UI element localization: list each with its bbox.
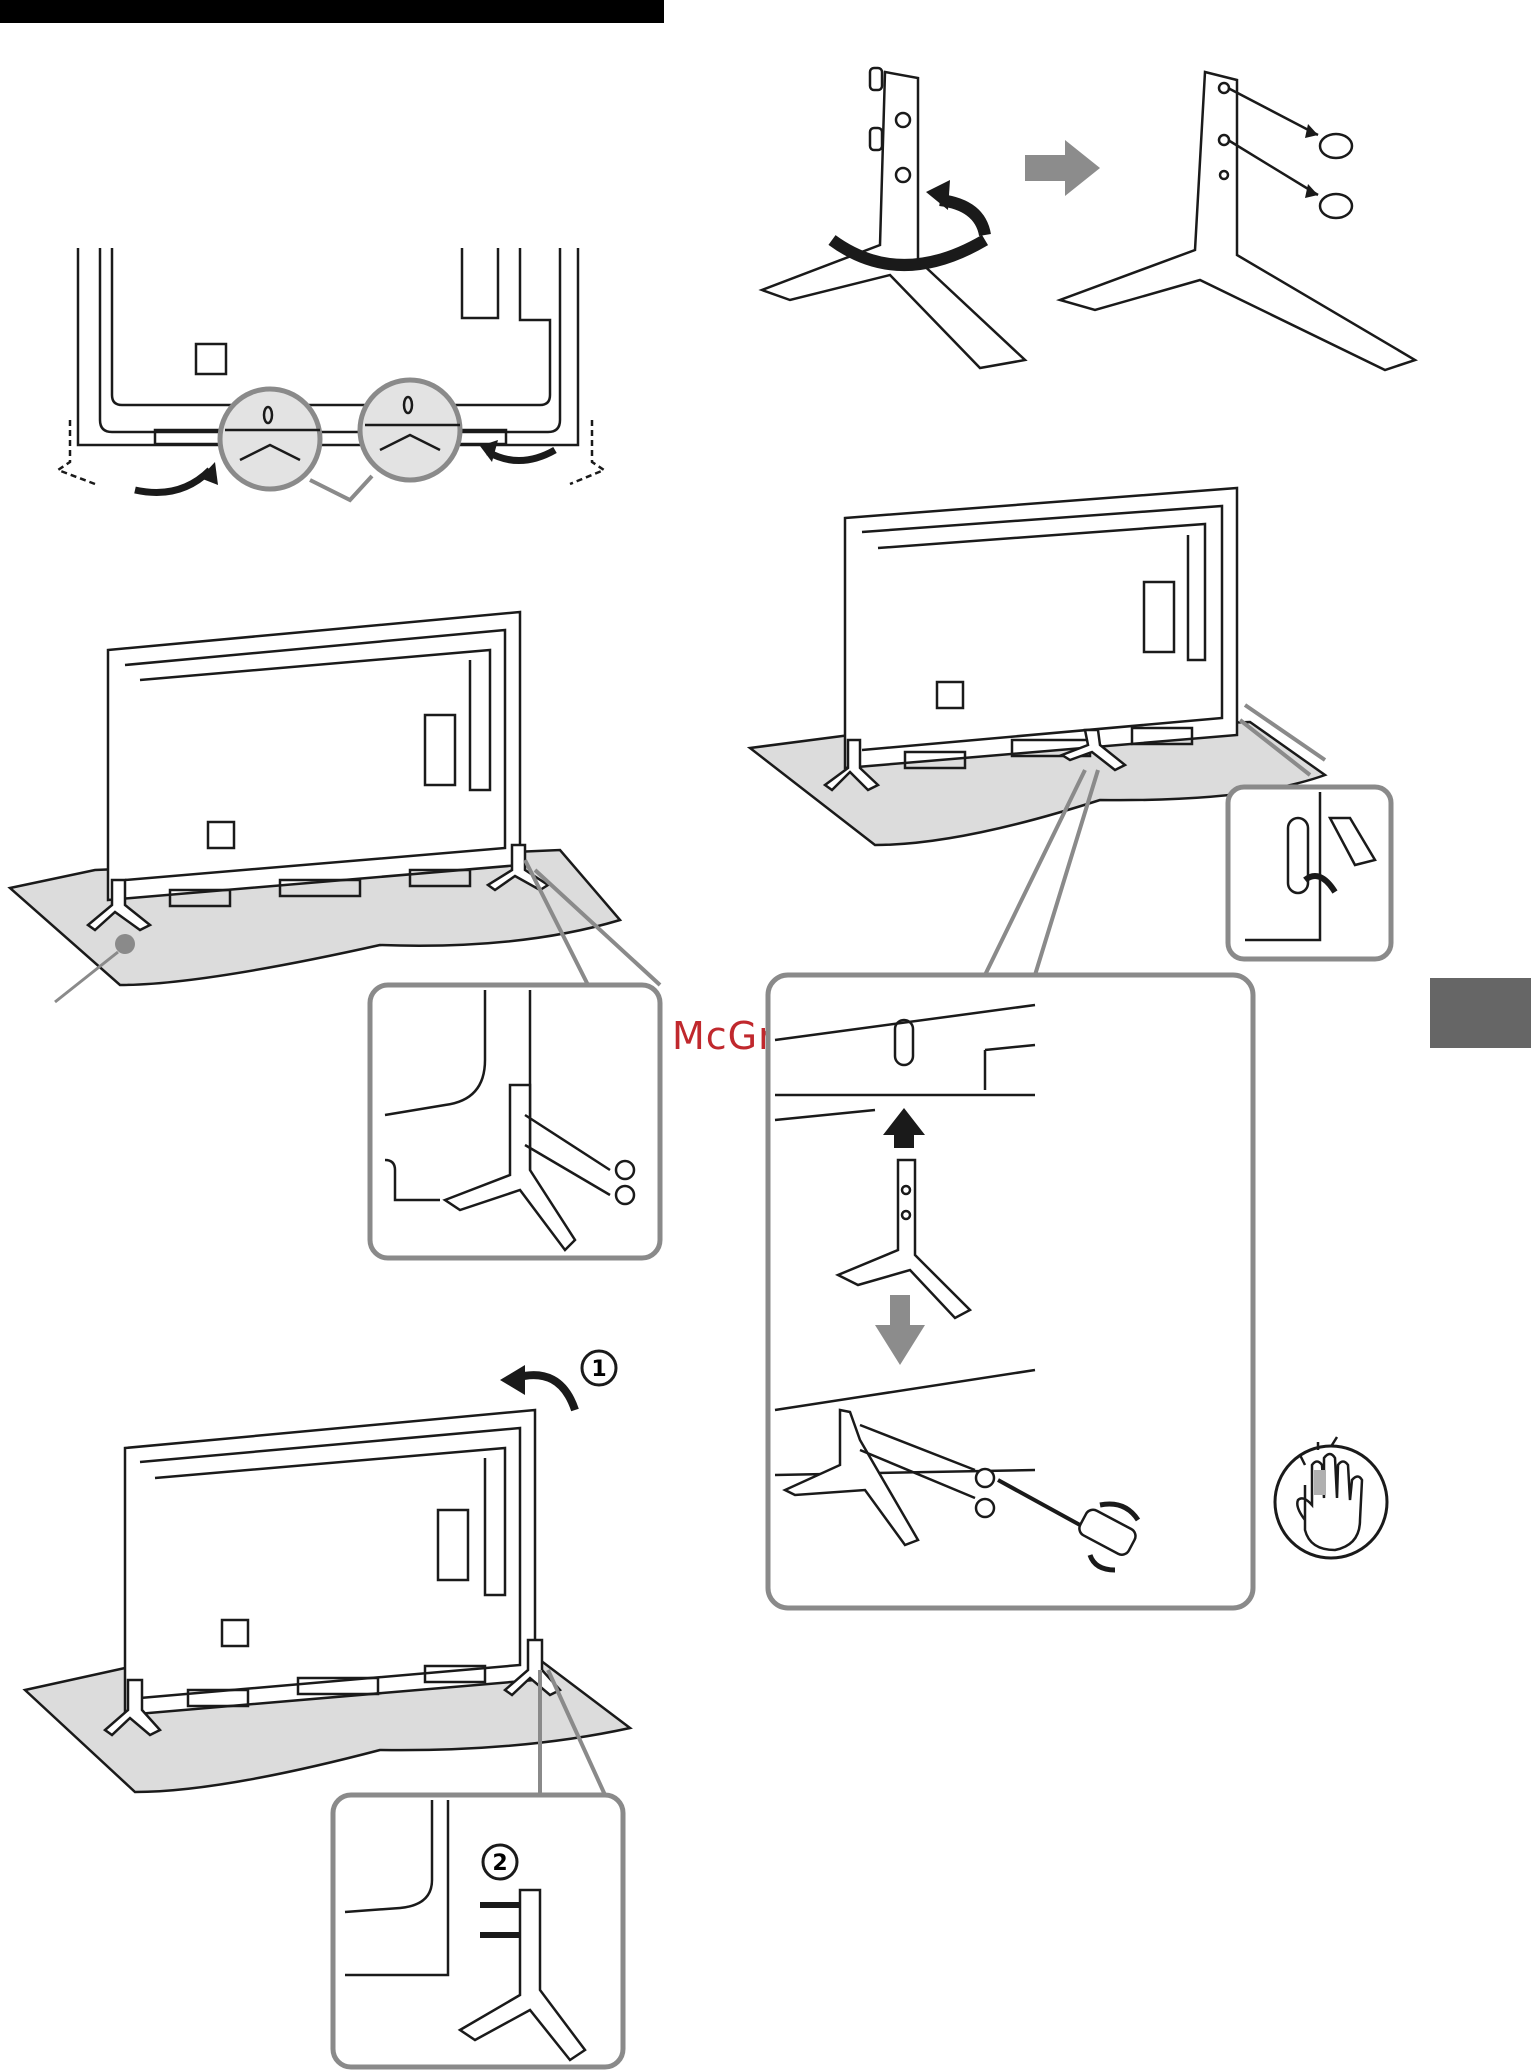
hand-caution-icon	[1275, 1437, 1387, 1558]
